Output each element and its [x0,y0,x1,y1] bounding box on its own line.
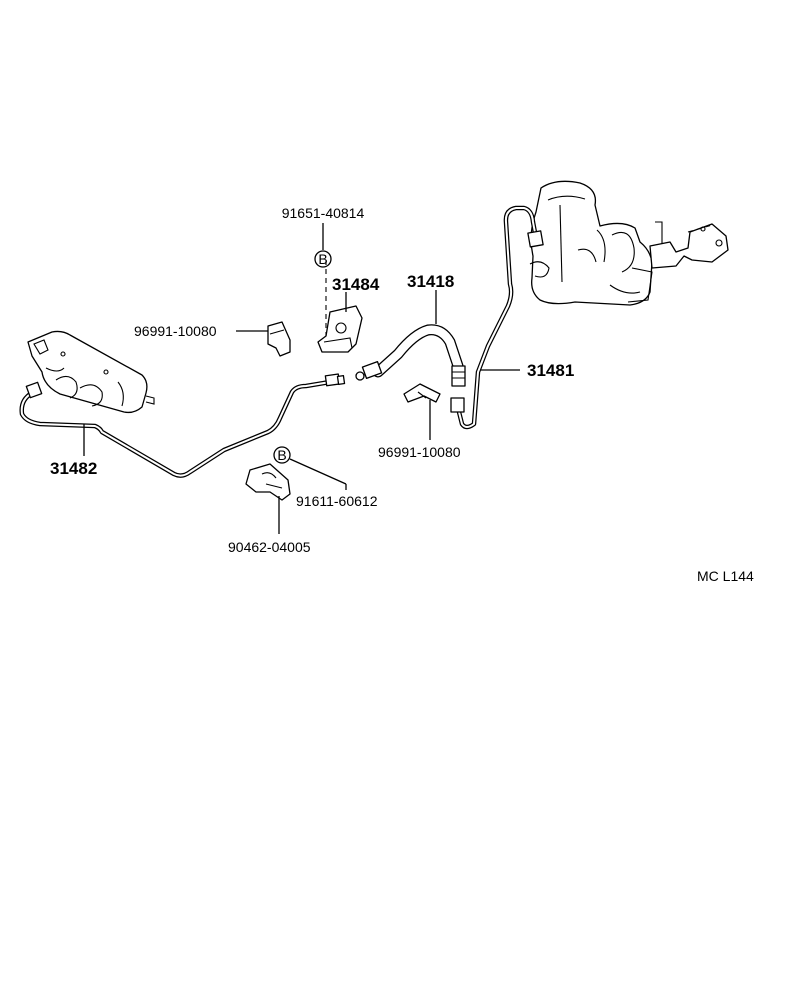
clip-96991-10080-lower [403,383,441,403]
marker-b-lower-label: B [277,447,286,463]
clutch-tube-31482 [19,373,346,478]
label-91611-60612: 91611-60612 [296,493,378,509]
label-31482: 31482 [50,459,97,478]
label-91651-40814: 91651-40814 [282,205,365,221]
marker-b-upper-label: B [318,251,327,267]
label-96991-10080-upper: 96991-10080 [134,323,217,339]
clutch-hose-31418 [355,324,466,387]
marker-b-lower: B [273,446,291,464]
hose-bracket-lower [245,463,291,501]
label-31484: 31484 [332,275,380,294]
clip-96991-10080-upper [267,321,291,357]
label-90462-04005: 90462-04005 [228,539,311,555]
label-31481: 31481 [527,361,574,380]
clutch-tube-31481 [450,205,544,430]
label-31418: 31418 [407,272,454,291]
marker-b-upper: B [314,250,332,268]
clutch-release-cylinder [27,330,155,414]
label-96991-10080-lower: 96991-10080 [378,444,461,460]
clutch-master-cylinder [529,180,729,306]
bracket-31484 [317,260,363,353]
leader-lines [83,223,520,534]
diagram-code: MC L144 [697,568,754,584]
